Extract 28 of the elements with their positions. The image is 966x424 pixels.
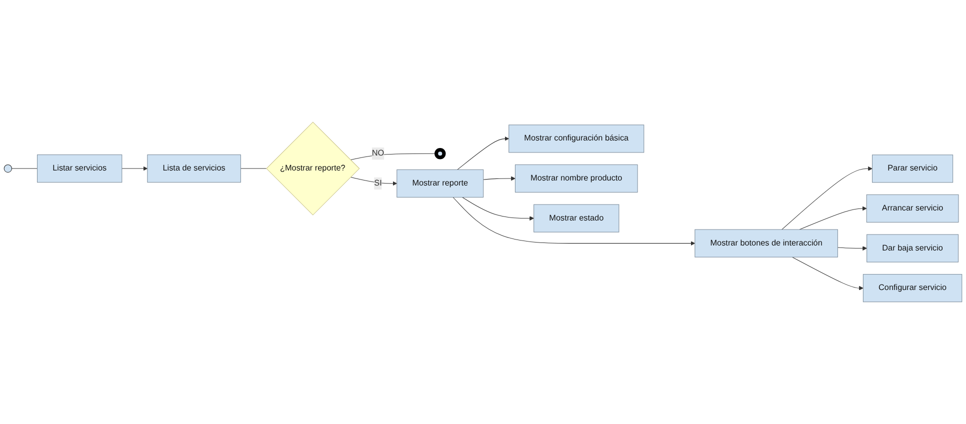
node-box: Dar baja servicio (866, 234, 959, 262)
node-circle (4, 164, 12, 173)
node-circle (434, 148, 446, 160)
node-box: Mostrar nombre producto (514, 164, 638, 193)
arrow (122, 166, 148, 171)
edge-label: SI (374, 178, 382, 188)
node-diamond: ¿Mostrar reporte? (266, 122, 360, 216)
connector (350, 153, 437, 160)
node-box: Mostrar botones de interacción (694, 229, 838, 258)
arrow (837, 246, 868, 251)
arrow (792, 256, 864, 290)
node-box: Configurar servicio (862, 274, 962, 302)
arrow (452, 197, 696, 246)
node-box: Lista de servicios (147, 154, 241, 183)
arrow (457, 136, 510, 170)
arrow (483, 176, 516, 181)
node-box: Arrancar servicio (866, 194, 959, 223)
arrow (799, 206, 867, 230)
connector (12, 168, 38, 169)
arrow (462, 197, 534, 221)
arrow (782, 166, 872, 230)
node-box: Mostrar configuración básica (508, 124, 644, 153)
node-box: Listar servicios (37, 154, 122, 183)
node-box: Parar servicio (872, 154, 954, 183)
edge-label: NO (372, 149, 384, 158)
node-box: Mostrar estado (534, 204, 620, 232)
arrow (350, 176, 398, 186)
node-box: Mostrar reporte (396, 169, 484, 198)
